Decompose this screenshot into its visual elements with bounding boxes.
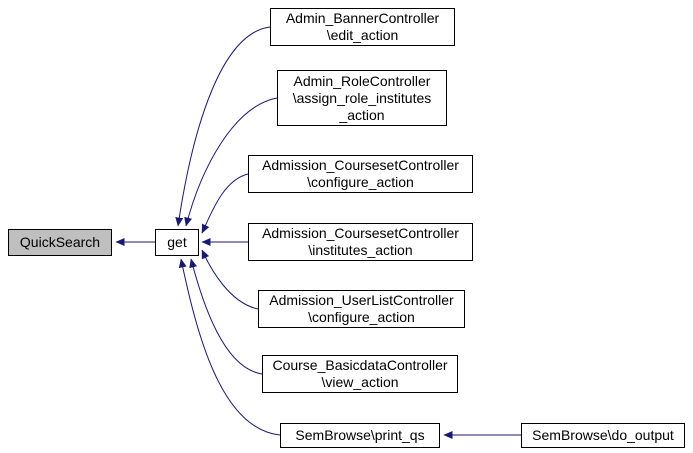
node-label: Admission_CoursesetController [262,157,459,173]
node-quicksearch: QuickSearch [8,229,112,256]
node-admin-banner-edit-action[interactable]: Admin_BannerController \edit_action [270,8,455,46]
edge-basicdata-view-to-get [189,258,263,375]
node-admission-courseset-institutes-action[interactable]: Admission_CoursesetController \institute… [248,223,473,261]
node-label: Admission_CoursesetController [262,225,459,241]
edge-print-qs-to-get [178,258,281,436]
node-label: Course_BasicdataController [272,357,448,373]
node-label: \configure_action [307,174,414,190]
node-label: Admission_UserListController [269,292,454,308]
node-label: get [167,234,187,250]
edge-admin-banner-to-get [175,26,271,227]
node-label: SemBrowse\print_qs [295,427,425,443]
node-label: _action [339,106,385,123]
node-admission-userlist-configure-action[interactable]: Admission_UserListController \configure_… [258,290,465,328]
node-label: SemBrowse\do_output [532,427,674,443]
node-sembrowse-print-qs[interactable]: SemBrowse\print_qs [280,423,440,448]
node-label: \configure_action [308,309,415,325]
node-label: \edit_action [326,27,399,43]
node-label: \assign_role_institutes [292,89,432,106]
node-label: Admin_RoleController [293,72,431,89]
node-admin-role-assign-role-institutes-action[interactable]: Admin_RoleController \assign_role_instit… [277,70,447,126]
node-sembrowse-do-output[interactable]: SemBrowse\do_output [521,423,685,448]
node-label: Admin_BannerController [285,10,440,26]
node-course-basicdata-view-action[interactable]: Course_BasicdataController \view_action [262,355,458,393]
node-label: \view_action [321,374,399,390]
node-label: \institutes_action [308,242,413,258]
edge-courseset-configure-to-get [201,173,249,234]
node-get[interactable]: get [155,229,199,256]
node-label: QuickSearch [19,234,101,250]
node-admission-courseset-configure-action[interactable]: Admission_CoursesetController \configure… [248,155,473,193]
